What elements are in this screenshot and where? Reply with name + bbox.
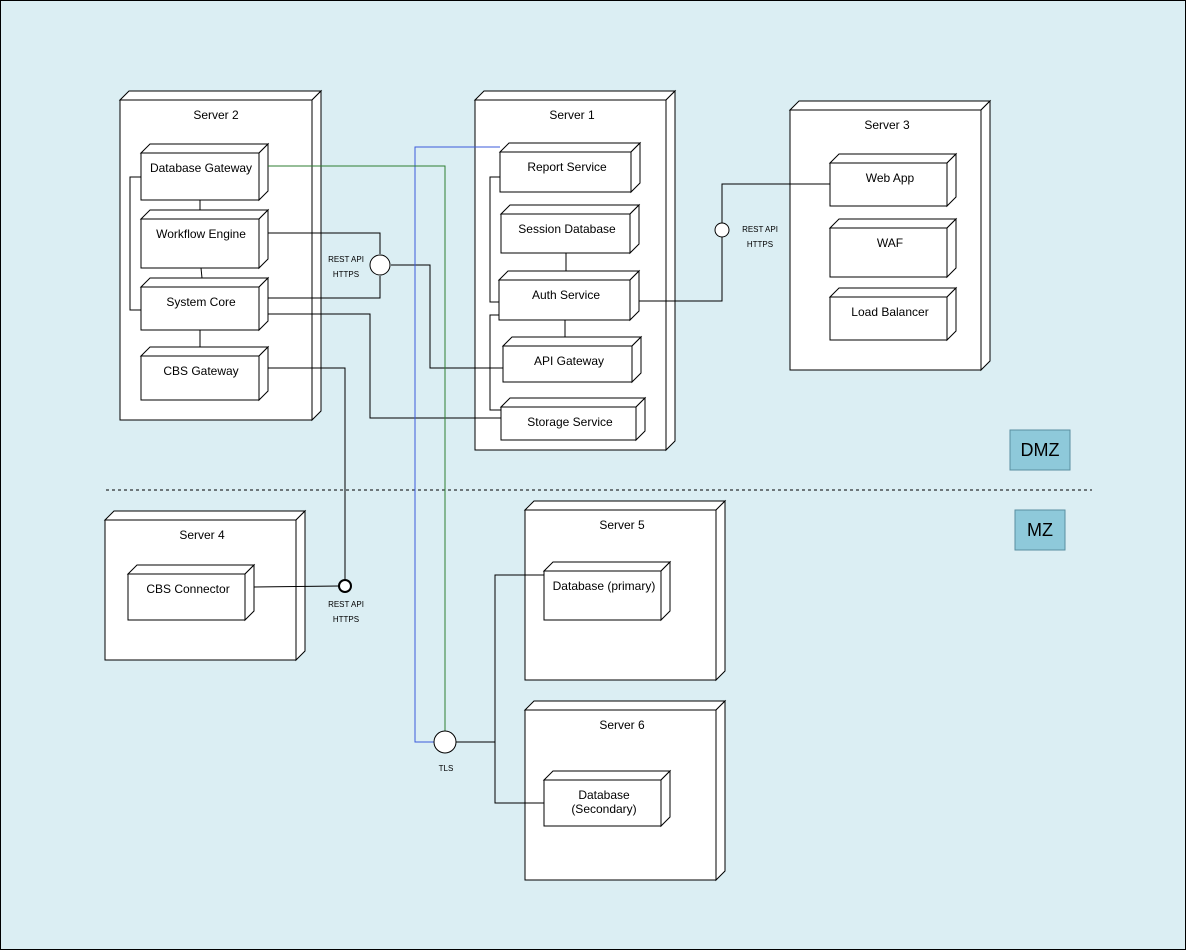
interface-label-https: HTTPS [333,615,359,624]
connector-rest-to-api-gateway [391,264,503,369]
component-label-load-balancer: Load Balancer [851,305,928,319]
component-label-cbs-gateway: CBS Gateway [163,364,238,378]
node-title-server-4: Server 4 [179,528,225,542]
node-title-server-2: Server 2 [193,108,239,122]
component-label-system-core: System Core [166,295,236,309]
component-label-database-primary: Database (primary) [553,579,656,593]
component-label-database-secondary-line2: (Secondary) [571,802,636,816]
node-title-server-3: Server 3 [864,118,910,132]
component-storage-service[interactable]: Storage Service [499,396,647,442]
component-cbs-connector[interactable]: CBS Connector [126,563,256,622]
interface-rest-server3[interactable]: REST API HTTPS [714,222,778,249]
zone-label-mz: MZ [1027,520,1053,540]
component-workflow-engine[interactable]: Workflow Engine [139,208,270,270]
zone-badge-mz: MZ [1014,509,1066,551]
node-title-server-6: Server 6 [599,718,645,732]
component-label-workflow-engine: Workflow Engine [156,227,246,241]
component-label-report-service: Report Service [527,160,607,174]
connector-cbs-connector-to-rest [253,585,340,588]
component-system-core[interactable]: System Core [139,276,270,332]
connector-tls-to-secondary [494,742,544,804]
interface-label-rest-api: REST API [328,255,364,264]
zone-label-dmz: DMZ [1021,440,1060,460]
connector-cbs-gateway-to-rest [268,367,346,580]
connector-systemcore-to-storage [268,313,501,419]
interface-rest-server4[interactable]: REST API HTTPS [328,579,364,624]
connectors [253,146,830,804]
interface-label-rest-api: REST API [742,225,778,234]
interface-label-tls: TLS [439,764,454,773]
component-api-gateway[interactable]: API Gateway [501,335,643,384]
component-database-gateway[interactable]: Database Gateway [139,142,270,202]
interface-label-rest-api: REST API [328,600,364,609]
connector-workflow-to-rest [268,232,381,254]
component-auth-service[interactable]: Auth Service [497,269,641,322]
connector-systemcore-to-rest [268,276,381,299]
node-title-server-5: Server 5 [599,518,645,532]
component-label-cbs-connector: CBS Connector [146,582,229,596]
connector-tls-to-primary [494,574,544,742]
connector-auth-to-rest [639,237,723,302]
connector-report-service-tls [414,146,500,743]
connector-rest-to-web-app [721,183,830,223]
connector-database-gateway-tls [268,165,446,731]
interface-label-https: HTTPS [747,240,773,249]
component-label-waf: WAF [877,236,903,250]
component-database-primary[interactable]: Database (primary) [542,560,672,622]
component-label-auth-service: Auth Service [532,288,600,302]
component-label-web-app: Web App [866,171,915,185]
component-report-service[interactable]: Report Service [498,141,642,194]
component-label-storage-service: Storage Service [527,415,613,429]
component-web-app[interactable]: Web App [828,152,958,208]
component-label-database-secondary-line1: Database [578,788,630,802]
interface-rest-server2[interactable]: REST API HTTPS [328,254,391,279]
internal-links [129,176,567,411]
component-label-database-gateway: Database Gateway [150,161,252,175]
component-label-session-database: Session Database [518,222,616,236]
interface-tls[interactable]: TLS [433,730,457,773]
component-waf[interactable]: WAF [828,217,958,279]
component-database-secondary[interactable]: Database (Secondary) [542,769,672,828]
interface-label-https: HTTPS [333,270,359,279]
node-title-server-1: Server 1 [549,108,595,122]
component-load-balancer[interactable]: Load Balancer [828,286,958,342]
component-session-database[interactable]: Session Database [499,203,641,255]
component-cbs-gateway[interactable]: CBS Gateway [139,345,270,402]
component-label-api-gateway: API Gateway [534,354,604,368]
zone-badge-dmz: DMZ [1009,429,1071,471]
